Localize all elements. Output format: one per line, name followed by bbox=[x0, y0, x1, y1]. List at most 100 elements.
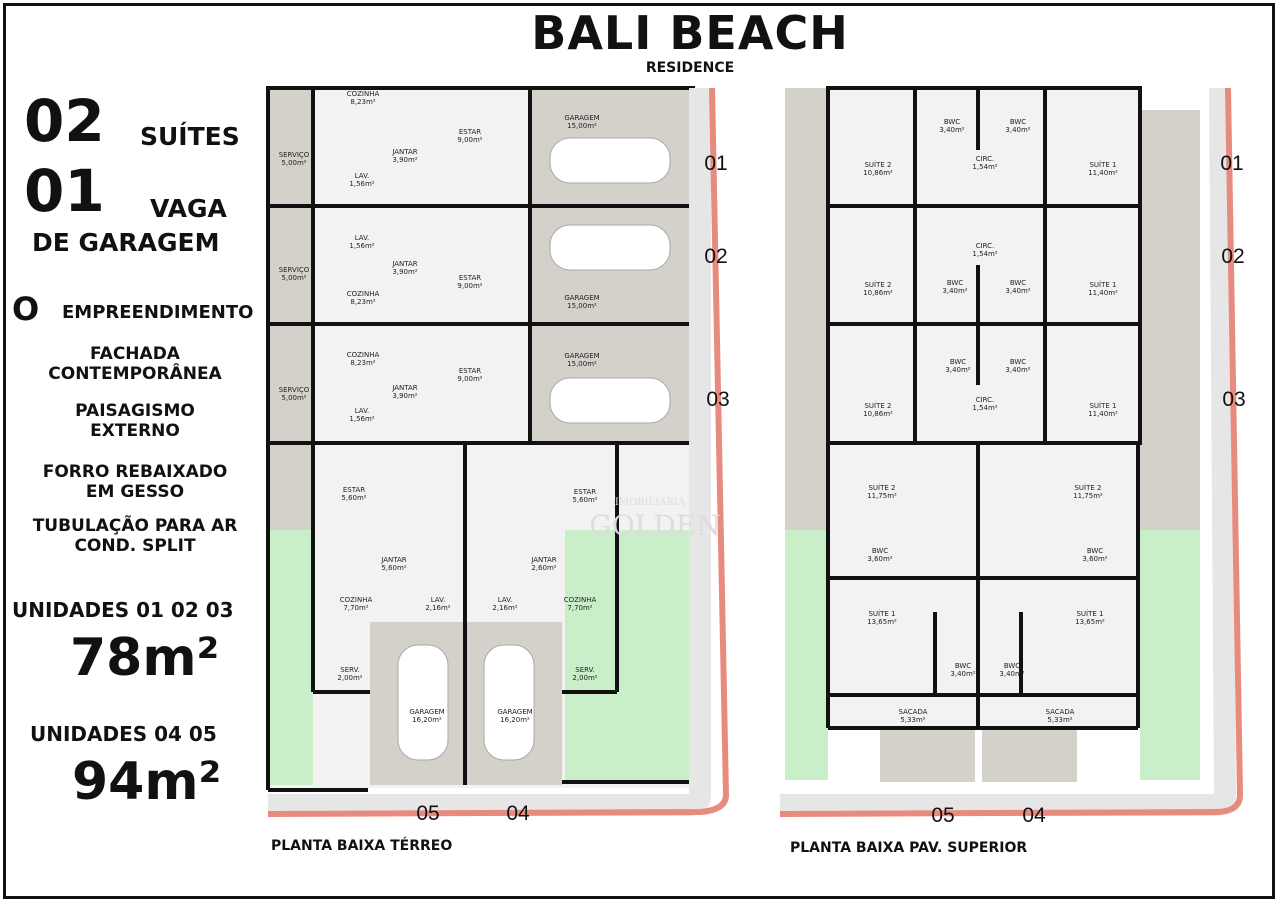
ground-room-name: JANTAR bbox=[530, 556, 556, 564]
ground-room-name: SERV. bbox=[575, 666, 594, 674]
ground-room-name: LAV. bbox=[498, 596, 513, 604]
ground-room-name: JANTAR bbox=[380, 556, 406, 564]
project-title: BALI BEACH bbox=[531, 6, 849, 60]
ground-room-labels: COZINHA8,23m²JANTAR3,90m²ESTAR9,00m²SERV… bbox=[279, 90, 600, 724]
ground-unit-numbers: 01 02 03 05 04 bbox=[416, 152, 729, 825]
upper-room-area: 3,60m² bbox=[1082, 555, 1107, 563]
upper-room-name: SACADA bbox=[1046, 708, 1075, 716]
ground-room-area: 7,70m² bbox=[567, 604, 592, 612]
suites-label: SUÍTES bbox=[140, 122, 240, 151]
upper-room-name: CIRC. bbox=[976, 242, 995, 250]
ground-room-area: 2,16m² bbox=[492, 604, 517, 612]
upper-room-name: BWC bbox=[1087, 547, 1103, 555]
upper-room-area: 10,86m² bbox=[863, 289, 893, 297]
upper-room-name: BWC bbox=[1004, 662, 1020, 670]
ground-room-area: 1,56m² bbox=[349, 415, 374, 423]
upper-road bbox=[779, 87, 1244, 817]
empreendimento-label: EMPREENDIMENTO bbox=[62, 302, 254, 323]
ground-plan-label: PLANTA BAIXA TÉRREO bbox=[271, 838, 453, 854]
upper-room-name: BWC bbox=[947, 279, 963, 287]
upper-room-name: CIRC. bbox=[976, 155, 995, 163]
upper-room-name: BWC bbox=[872, 547, 888, 555]
suites-count: 02 bbox=[24, 87, 105, 155]
ground-room-name: JANTAR bbox=[391, 148, 417, 156]
ground-room-name: ESTAR bbox=[343, 486, 365, 494]
upper-room-area: 3,40m² bbox=[1005, 287, 1030, 295]
unit-number: 01 bbox=[1220, 152, 1243, 175]
ground-room-name: JANTAR bbox=[391, 260, 417, 268]
unit-number: 02 bbox=[704, 245, 727, 268]
ground-room-area: 1,56m² bbox=[349, 242, 374, 250]
ground-room-name: COZINHA bbox=[347, 351, 380, 359]
ground-room-area: 3,90m² bbox=[392, 156, 417, 164]
ground-room-name: GARAGEM bbox=[564, 352, 599, 360]
upper-room-area: 1,54m² bbox=[972, 404, 997, 412]
ground-room-area: 9,00m² bbox=[457, 375, 482, 383]
upper-room-area: 3,40m² bbox=[950, 670, 975, 678]
ground-room-area: 8,23m² bbox=[350, 298, 375, 306]
ground-room-name: COZINHA bbox=[347, 90, 380, 98]
upper-room-name: SUÍTE 2 bbox=[864, 401, 891, 410]
ground-room-area: 15,00m² bbox=[567, 360, 597, 368]
ground-room-name: GARAGEM bbox=[409, 708, 444, 716]
upper-room-area: 13,65m² bbox=[1075, 618, 1105, 626]
upper-room-name: SUÍTE 1 bbox=[1089, 401, 1116, 410]
upper-room-area: 1,54m² bbox=[972, 163, 997, 171]
ground-room-area: 2,00m² bbox=[572, 674, 597, 682]
ground-room-name: LAV. bbox=[355, 234, 370, 242]
ground-room-area: 15,00m² bbox=[567, 122, 597, 130]
upper-room-area: 3,40m² bbox=[999, 670, 1024, 678]
ground-room-name: LAV. bbox=[431, 596, 446, 604]
ground-room-name: COZINHA bbox=[347, 290, 380, 298]
upper-room-area: 10,86m² bbox=[863, 169, 893, 177]
upper-room-name: SUÍTE 1 bbox=[868, 609, 895, 618]
upper-room-name: BWC bbox=[1010, 358, 1026, 366]
watermark-line1: IMOBILIÁRIA bbox=[615, 496, 686, 508]
ground-room-area: 2,60m² bbox=[531, 564, 556, 572]
ground-room-name: GARAGEM bbox=[564, 114, 599, 122]
upper-room-area: 11,75m² bbox=[867, 492, 897, 500]
upper-room-area: 5,33m² bbox=[1047, 716, 1072, 724]
upper-room-name: SUÍTE 2 bbox=[864, 160, 891, 169]
ground-room-area: 5,60m² bbox=[572, 496, 597, 504]
ground-room-area: 16,20m² bbox=[500, 716, 530, 724]
ground-room-area: 2,00m² bbox=[337, 674, 362, 682]
ground-room-name: ESTAR bbox=[459, 128, 481, 136]
units-a-area: 78m² bbox=[70, 628, 220, 688]
ground-room-name: ESTAR bbox=[459, 274, 481, 282]
units-b-area: 94m² bbox=[72, 752, 222, 812]
ground-room-area: 5,60m² bbox=[381, 564, 406, 572]
upper-room-name: BWC bbox=[1010, 279, 1026, 287]
ground-room-name: SERV. bbox=[340, 666, 359, 674]
ground-room-area: 5,00m² bbox=[281, 159, 306, 167]
ground-room-area: 5,00m² bbox=[281, 394, 306, 402]
ground-room-area: 8,23m² bbox=[350, 98, 375, 106]
ground-room-area: 2,16m² bbox=[425, 604, 450, 612]
upper-room-name: SUÍTE 2 bbox=[868, 483, 895, 492]
ground-room-name: COZINHA bbox=[564, 596, 597, 604]
ground-room-area: 7,70m² bbox=[343, 604, 368, 612]
unit-number: 05 bbox=[416, 802, 439, 825]
upper-room-area: 10,86m² bbox=[863, 410, 893, 418]
ground-room-area: 5,60m² bbox=[341, 494, 366, 502]
upper-floor-plan bbox=[785, 86, 1200, 782]
upper-room-area: 11,40m² bbox=[1088, 169, 1118, 177]
empreendimento-o: O bbox=[12, 290, 40, 328]
ground-room-name: SERVIÇO bbox=[279, 266, 310, 274]
ground-room-name: LAV. bbox=[355, 172, 370, 180]
ground-floor-plan bbox=[266, 86, 697, 792]
upper-room-name: CIRC. bbox=[976, 396, 995, 404]
ground-room-name: JANTAR bbox=[391, 384, 417, 392]
upper-room-area: 11,40m² bbox=[1088, 289, 1118, 297]
unit-number: 03 bbox=[706, 388, 729, 411]
units-a-label: UNIDADES 01 02 03 bbox=[12, 598, 234, 622]
ground-room-area: 16,20m² bbox=[412, 716, 442, 724]
upper-room-area: 3,40m² bbox=[942, 287, 967, 295]
ground-room-name: SERVIÇO bbox=[279, 386, 310, 394]
upper-room-area: 3,60m² bbox=[867, 555, 892, 563]
